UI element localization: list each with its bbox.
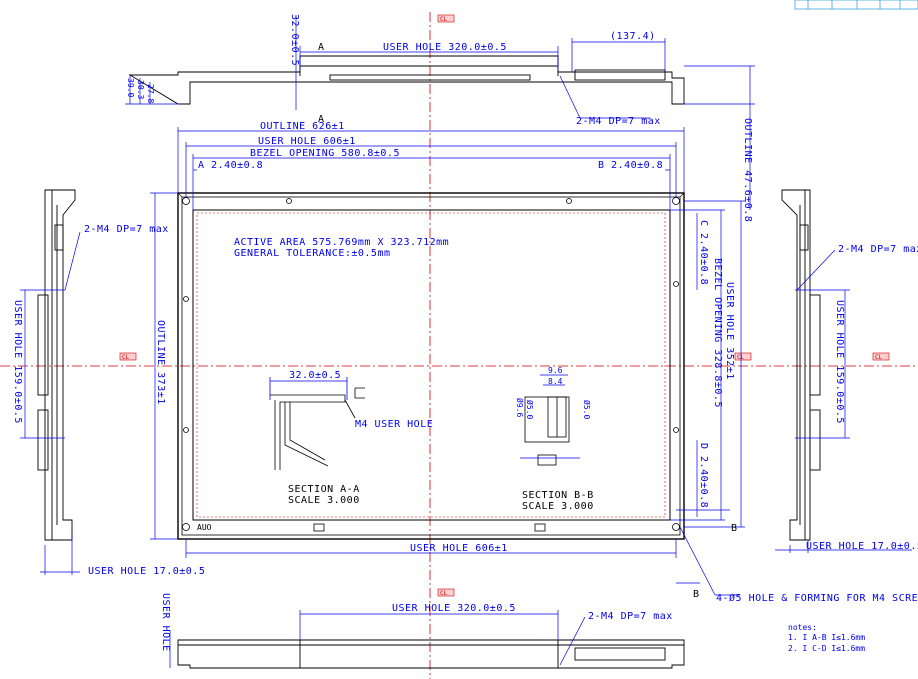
left-user-hole-dim: USER HOLE 159.0±0.5 <box>12 300 23 424</box>
left-user-hole-bottom-dim: USER HOLE 17.0±0.5 <box>88 566 205 577</box>
left-side-view <box>37 189 76 541</box>
right-view-dims <box>775 249 912 553</box>
right-side-view <box>781 189 821 541</box>
section-b-mark-top: B <box>731 523 738 534</box>
svg-text:CL: CL <box>440 590 448 597</box>
section-b-mark-bottom: B <box>693 589 700 600</box>
section-a-m4-label: M4 USER HOLE <box>355 419 433 430</box>
title-block <box>794 0 918 10</box>
tolerance-note: GENERAL TOLERANCE:±0.5mm <box>234 248 391 259</box>
svg-text:CL: CL <box>440 16 448 23</box>
section-b-phi96: Ø9.6 <box>515 398 525 417</box>
right-m4-label: 2-M4 DP=7 max <box>838 244 918 255</box>
section-a-drawing <box>269 377 365 470</box>
notes: notes: 1. I A-B I≤1.6mm 2. I C-D I≤1.6mm <box>788 623 865 653</box>
notes-line1: 1. I A-B I≤1.6mm <box>788 633 865 642</box>
section-b-drawing <box>520 374 580 466</box>
bottom-user-hole-vertical: USER HOLE <box>160 593 171 652</box>
section-b-phi5a: Ø5.0 <box>525 400 535 419</box>
top-32-dim: 32.0±0.5 <box>289 14 300 66</box>
notes-title: notes: <box>788 623 817 632</box>
top-30-dim: 30.3 <box>136 80 145 99</box>
top-39-dim: 39.0 <box>126 78 135 97</box>
bottom-user-hole-dim: USER HOLE 320.0±0.5 <box>392 603 516 614</box>
top-side-view <box>128 55 685 105</box>
screw-holes-note: 4-Ø5 HOLE & FORMING FOR M4 SCREW <box>716 592 918 604</box>
section-b-title: SECTION B-B <box>522 490 594 501</box>
left-m4-label: 2-M4 DP=7 max <box>84 224 169 235</box>
left-view-dims <box>20 231 81 575</box>
dim-a: A 2.40±0.8 <box>198 160 263 171</box>
front-dims-lines <box>150 127 745 596</box>
outline-depth-dim: OUTLINE 47.6±0.8 <box>742 118 753 222</box>
user-hole-width-dim: USER HOLE 606±1 <box>258 136 356 147</box>
dim-c: C 2.40±0.8 <box>698 220 709 285</box>
top-27-dim: 27.8 <box>146 84 155 103</box>
section-b-8-dim: 8.4 <box>548 377 563 386</box>
front-screws <box>182 197 680 532</box>
user-hole-bottom-dim: USER HOLE 606±1 <box>410 543 508 554</box>
dim-b: B 2.40±0.8 <box>598 160 663 171</box>
user-hole-height-dim: USER HOLE 352±1 <box>724 282 735 380</box>
bezel-width-dim: BEZEL OPENING 580.8±0.5 <box>250 148 400 159</box>
section-a-scale: SCALE 3.000 <box>288 495 360 506</box>
top-user-hole-dim: USER HOLE 320.0±0.5 <box>383 42 507 53</box>
active-area-note: ACTIVE AREA 575.769mm X 323.712mm <box>234 237 449 248</box>
bezel-height-dim: BEZEL OPENING 328.8±0.5 <box>712 258 723 408</box>
section-a-title: SECTION A-A <box>288 484 360 495</box>
top-137-dim: (137.4) <box>610 31 656 42</box>
bottom-side-view <box>177 639 685 669</box>
center-lines <box>0 12 918 679</box>
top-m4-label: 2-M4 DP=7 max <box>576 116 661 127</box>
top-view-dims <box>125 15 755 210</box>
front-view <box>177 192 685 540</box>
svg-text:CL: CL <box>122 354 130 361</box>
outline-height-dim: OUTLINE 373±1 <box>155 320 166 405</box>
auo-logo: AUO <box>197 523 212 532</box>
section-b-scale: SCALE 3.000 <box>522 501 594 512</box>
section-b-9-dim: 9.6 <box>548 366 563 375</box>
notes-line2: 2. I C-D I≤1.6mm <box>788 644 865 653</box>
section-a-32-dim: 32.0±0.5 <box>289 370 341 381</box>
section-a-label-bottom: A <box>318 114 325 125</box>
bottom-m4-label: 2-M4 DP=7 max <box>588 611 673 622</box>
dim-d: D 2.40±0.8 <box>698 443 709 508</box>
svg-text:CL: CL <box>875 354 883 361</box>
bottom-view-dims <box>169 610 586 668</box>
section-a-label-top: A <box>318 42 325 53</box>
right-user-hole-dim: USER HOLE 159.0±0.5 <box>834 300 845 424</box>
section-b-phi5b: Ø5.0 <box>582 400 592 419</box>
outline-width-dim: OUTLINE 626±1 <box>260 121 345 132</box>
right-user-hole-bottom-dim: USER HOLE 17.0±0.5 <box>806 541 918 552</box>
center-tags: CL CL CL CL CL <box>119 14 890 597</box>
